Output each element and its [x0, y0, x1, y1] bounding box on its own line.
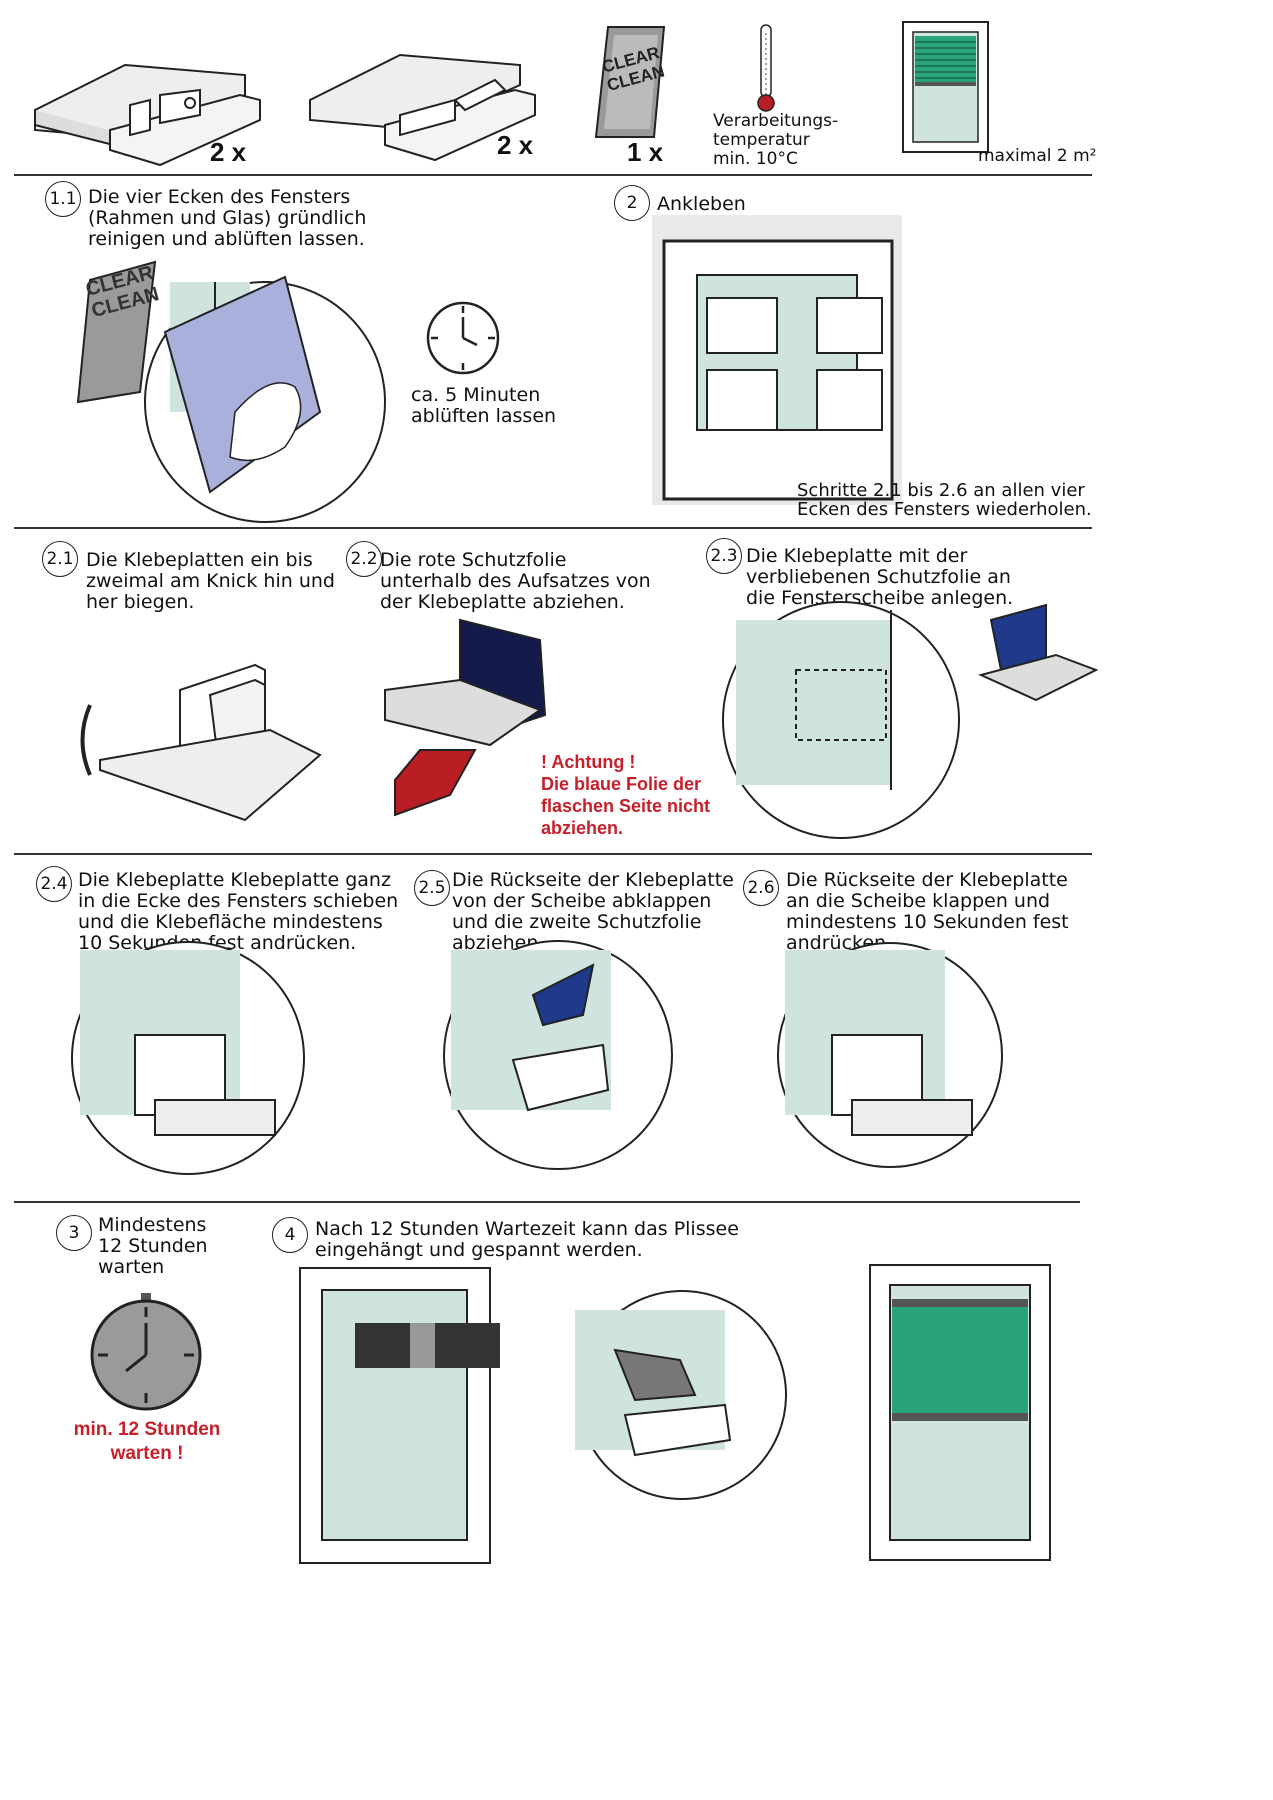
- window-corners-illustration: [652, 215, 902, 505]
- step-number: 2.5: [414, 870, 450, 906]
- peel-red-film-illustration: [384, 618, 547, 817]
- warning-text: min. 12 Stunden warten !: [73, 1419, 221, 1464]
- window-with-brackets-illustration: [299, 1267, 500, 1564]
- quantity-label: 2 x: [210, 137, 247, 167]
- bend-plate-illustration: [80, 663, 322, 822]
- step-number: 1.1: [45, 181, 81, 217]
- clock-icon: [90, 1293, 202, 1411]
- place-on-glass-illustration: [722, 601, 1099, 839]
- fold-and-press-illustration: [777, 942, 1003, 1168]
- installed-pleated-blind-illustration: [869, 1264, 1051, 1561]
- step-text: Die Klebeplatte Klebeplatte ganz in die …: [78, 869, 399, 954]
- step-number: 3: [56, 1215, 92, 1251]
- step-text: Die Klebeplatte mit der verbliebenen Sch…: [746, 545, 1014, 609]
- adhesive-bracket-illustration-1: [34, 63, 261, 167]
- section-divider: [14, 1201, 1080, 1203]
- warning-text: ! Achtung ! Die blaue Folie der flaschen…: [541, 752, 711, 838]
- step-number: 2: [614, 185, 650, 221]
- temperature-text: Verarbeitungs- temperatur min. 10°C: [713, 111, 839, 169]
- step-text: Die rote Schutzfolie unterhalb des Aufsa…: [380, 549, 651, 613]
- step-number: 4: [272, 1217, 308, 1253]
- step-text: Die Rückseite der Klebeplatte an die Sch…: [786, 869, 1069, 954]
- step-text: Mindestens 12 Stunden warten: [98, 1214, 208, 1278]
- press-into-corner-illustration: [71, 941, 305, 1175]
- section-divider: [14, 853, 1092, 855]
- repeat-note: Schritte 2.1 bis 2.6 an allen vier Ecken…: [797, 480, 1092, 520]
- section-divider: [14, 174, 1092, 176]
- clean-pad-icon: [594, 26, 666, 138]
- step-title: Ankleben: [657, 193, 746, 215]
- step-number: 2.4: [36, 866, 72, 902]
- step-number: 2.6: [743, 870, 779, 906]
- cleaning-illustration: [76, 260, 386, 523]
- quantity-label: 2 x: [497, 130, 534, 160]
- step-number: 2.3: [706, 538, 742, 574]
- fold-back-peel-illustration: [443, 940, 673, 1170]
- step-number: 2.2: [346, 541, 382, 577]
- section-divider: [14, 527, 1092, 529]
- step-number: 2.1: [42, 541, 78, 577]
- clock-text: ca. 5 Minuten ablüften lassen: [411, 384, 557, 427]
- step-text: Die Rückseite der Klebeplatte von der Sc…: [452, 869, 734, 954]
- quantity-label: 1 x: [627, 137, 664, 167]
- clock-icon: [426, 301, 500, 375]
- hang-blind-illustration: [575, 1290, 787, 1500]
- step-text: Die vier Ecken des Fensters (Rahmen und …: [88, 186, 367, 250]
- adhesive-bracket-illustration-2: [309, 53, 536, 162]
- step-text: Nach 12 Stunden Wartezeit kann das Pliss…: [315, 1218, 739, 1261]
- max-size-label: maximal 2 m²: [978, 146, 1097, 166]
- pleated-blind-window-illustration: [902, 21, 989, 153]
- step-text: Die Klebeplatten ein bis zweimal am Knic…: [86, 549, 335, 613]
- thermometer-icon: [757, 24, 775, 112]
